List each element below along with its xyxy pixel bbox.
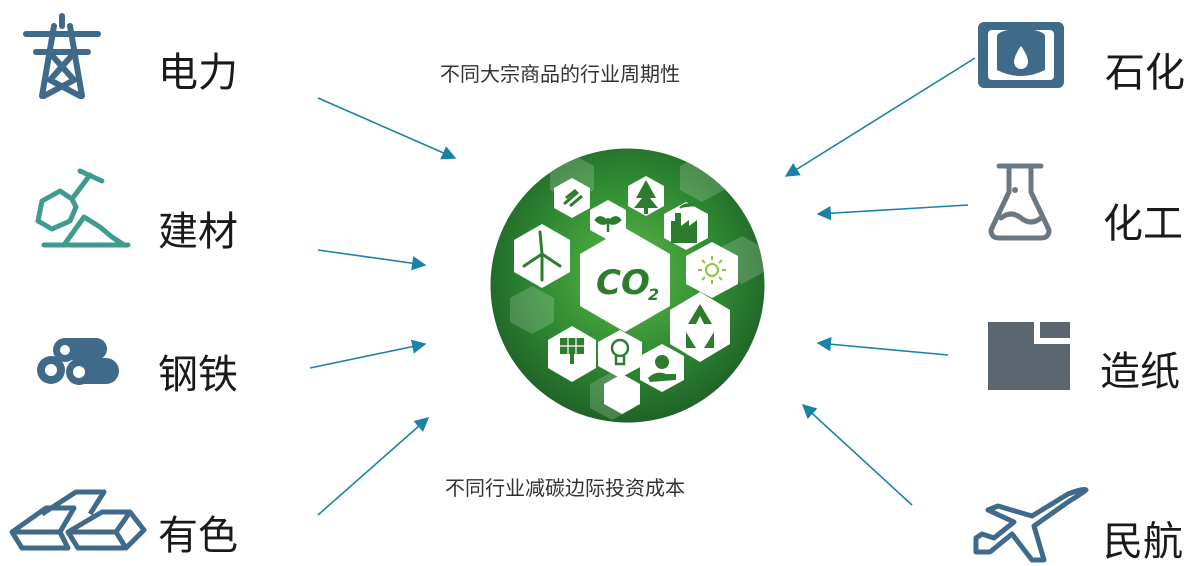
hex-co2: CO 2 bbox=[580, 228, 670, 332]
metal-ingots-icon bbox=[9, 489, 147, 551]
label-aviation: 民航 bbox=[1103, 519, 1183, 565]
hex-bulb bbox=[554, 178, 590, 218]
arrow-steel bbox=[309, 339, 427, 369]
label-paper: 造纸 bbox=[1100, 349, 1180, 395]
label-power: 电力 bbox=[158, 50, 238, 96]
hex-lightbulb bbox=[598, 330, 642, 378]
hex-wind bbox=[514, 224, 570, 288]
plant-icon bbox=[594, 216, 622, 232]
sun-icon bbox=[698, 256, 726, 284]
label-chemical: 化工 bbox=[1103, 201, 1183, 247]
arrow-chemical bbox=[816, 204, 969, 221]
caption-industry-cycle: 不同大宗商品的行业周期性 bbox=[440, 62, 680, 86]
hex-solar bbox=[548, 326, 596, 382]
shovel-pile-icon bbox=[35, 168, 131, 248]
wind-turbine-icon bbox=[522, 230, 562, 282]
arrow-building-materials bbox=[317, 249, 427, 271]
hex-sun bbox=[686, 242, 738, 298]
oil-barrel-icon bbox=[978, 22, 1064, 88]
airplane-icon bbox=[973, 487, 1089, 563]
co2-label: CO bbox=[596, 263, 650, 303]
caption-abatement-cost: 不同行业减碳边际投资成本 bbox=[445, 476, 685, 500]
tree-icon bbox=[634, 180, 658, 214]
arrow-nonferrous bbox=[317, 417, 430, 516]
flask-icon bbox=[988, 163, 1052, 241]
co2-subscript: 2 bbox=[648, 285, 659, 304]
hex-tree bbox=[628, 176, 664, 216]
bulb-icon bbox=[563, 188, 583, 208]
paper-icon bbox=[988, 322, 1070, 390]
label-steel: 钢铁 bbox=[158, 352, 238, 398]
label-nonferrous: 有色 bbox=[158, 513, 238, 559]
hand-globe-icon bbox=[648, 355, 676, 382]
co2-circle: CO 2 bbox=[490, 148, 765, 423]
hex-small-bottom bbox=[604, 374, 640, 414]
label-building-materials: 建材 bbox=[158, 209, 238, 255]
recycle-icon bbox=[686, 304, 714, 348]
arrow-paper bbox=[816, 337, 949, 356]
hex-plant bbox=[590, 200, 626, 240]
label-petrochemical: 石化 bbox=[1105, 50, 1185, 96]
arrow-power bbox=[317, 97, 457, 160]
hex-hand-globe bbox=[640, 344, 684, 392]
hex-recycle bbox=[670, 292, 730, 362]
factory-icon bbox=[671, 203, 697, 243]
lightbulb-icon bbox=[610, 338, 630, 366]
hex-factory bbox=[664, 202, 708, 250]
pipes-icon bbox=[37, 338, 119, 385]
power-tower-icon bbox=[23, 13, 101, 99]
arrow-aviation bbox=[801, 404, 913, 506]
arrow-petrochemical bbox=[784, 57, 976, 177]
